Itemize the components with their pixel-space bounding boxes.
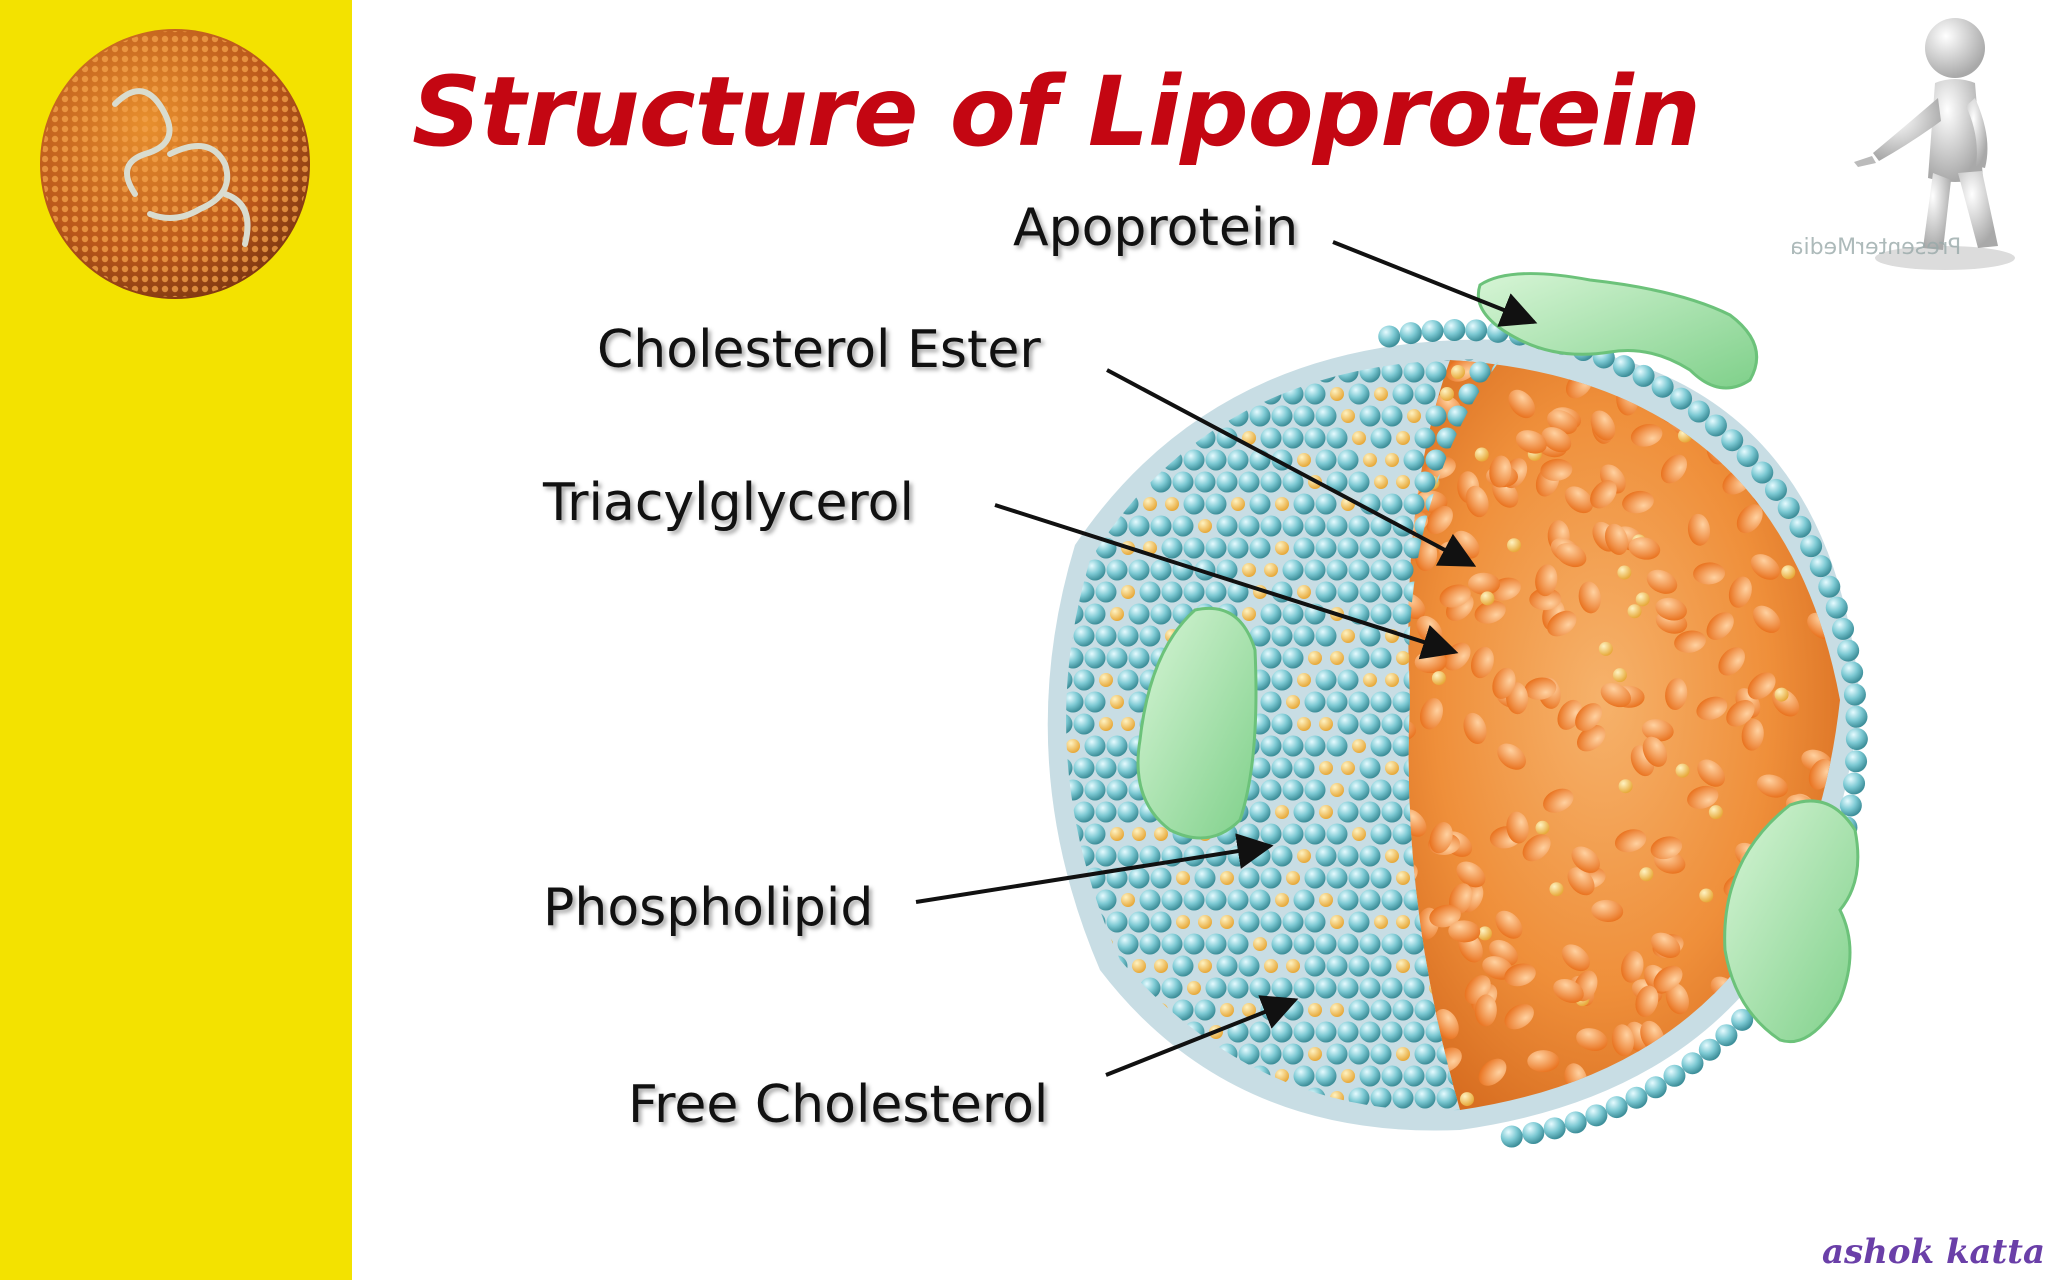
label-cholesterol-ester: Cholesterol Ester — [597, 320, 1041, 380]
label-free-cholesterol: Free Cholesterol — [628, 1075, 1049, 1135]
pointing-figure-icon — [1854, 18, 2015, 270]
slide-title: Structure of Lipoprotein — [412, 56, 1701, 168]
lipoprotein-thumbnail-icon — [40, 29, 310, 299]
label-apoprotein: Apoprotein — [1013, 198, 1299, 258]
label-triacylglycerol: Triacylglycerol — [543, 473, 914, 533]
label-phospholipid: Phospholipid — [543, 878, 874, 938]
author-signature: ashok katta — [1822, 1232, 2045, 1272]
